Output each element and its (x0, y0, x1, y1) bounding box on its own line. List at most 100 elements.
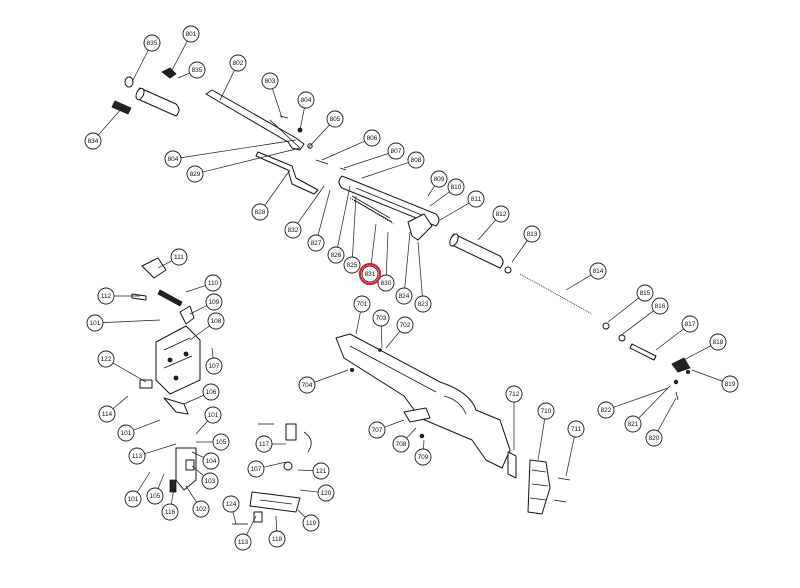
callout-label: 124 (226, 501, 237, 508)
callout-101: 101 (124, 490, 142, 508)
callout-827: 827 (307, 234, 325, 252)
callout-label: 107 (209, 363, 220, 370)
callout-label: 712 (509, 391, 520, 398)
callout-bubble (395, 287, 413, 305)
callout-bubble (204, 274, 222, 292)
leader-line-113 (144, 443, 177, 454)
callout-116: 116 (161, 503, 179, 521)
leader-line-113 (246, 515, 257, 536)
leader-line-812 (477, 219, 496, 241)
leader-line-815 (607, 297, 639, 323)
callout-label: 835 (147, 40, 158, 47)
callout-bubble (396, 316, 414, 334)
callout-822: 822 (597, 401, 615, 419)
callout-834: 834 (84, 132, 102, 150)
callout-label: 832 (288, 227, 299, 234)
callout-bubble (229, 54, 247, 72)
callout-832: 832 (284, 221, 302, 239)
callout-811: 811 (467, 190, 485, 208)
leader-line-105 (157, 473, 165, 489)
callout-704: 704 (298, 376, 316, 394)
callout-label: 803 (265, 78, 276, 85)
callout-bubble (567, 420, 585, 438)
callout-label: 103 (205, 478, 216, 485)
callout-bubble (204, 406, 222, 424)
callout-709: 709 (414, 448, 432, 466)
callout-label: 122 (101, 356, 112, 363)
callout-label: 117 (259, 441, 270, 448)
callout-102: 102 (192, 500, 210, 518)
part-mainspring (519, 273, 593, 315)
leader-line-809 (427, 185, 435, 197)
leader-line-111 (157, 260, 173, 269)
callout-bubble (128, 447, 146, 465)
leader-line-104 (191, 451, 204, 458)
leader-line-813 (511, 240, 528, 263)
callout-119: 119 (302, 514, 320, 532)
callout-label: 101 (90, 320, 101, 327)
leader-line-821 (638, 385, 671, 419)
callout-label: 708 (396, 441, 407, 448)
callout-label: 109 (209, 299, 220, 306)
callout-label: 116 (165, 509, 176, 516)
leader-line-107 (211, 347, 214, 359)
callout-708: 708 (392, 435, 410, 453)
callout-701: 701 (353, 295, 371, 313)
callout-113: 113 (234, 533, 252, 551)
callout-108: 108 (207, 312, 225, 330)
callout-110: 110 (204, 274, 222, 292)
callout-bubble (624, 415, 642, 433)
callout-bubble (387, 142, 405, 160)
callout-label: 118 (272, 536, 283, 543)
callout-bubble (261, 72, 279, 90)
callout-label: 703 (376, 315, 387, 322)
callout-bubble (117, 424, 135, 442)
callout-label: 121 (316, 468, 327, 475)
callout-bubble (353, 295, 371, 313)
callout-bubble (97, 350, 115, 368)
callout-113: 113 (128, 447, 146, 465)
leader-line-818 (679, 345, 712, 363)
part-trigger-housing (131, 257, 201, 493)
callout-823: 823 (414, 295, 432, 313)
callout-bubble (164, 150, 182, 168)
leader-line-835 (132, 49, 149, 81)
callout-label: 819 (725, 381, 736, 388)
callout-label: 702 (400, 322, 411, 329)
leader-line-101 (195, 420, 208, 435)
leader-line-811 (439, 202, 470, 221)
leader-line-707 (384, 419, 405, 428)
callout-bubble (84, 132, 102, 150)
leader-line-822 (613, 387, 669, 408)
leader-line-122 (112, 362, 147, 383)
leader-line-819 (691, 369, 723, 382)
callout-label: 105 (150, 493, 161, 500)
callout-bubble (207, 312, 225, 330)
callout-111: 111 (170, 248, 188, 266)
leader-line-110 (185, 285, 206, 293)
callout-label: 101 (121, 430, 132, 437)
callout-label: 824 (399, 293, 410, 300)
callout-712: 712 (505, 385, 523, 403)
callout-label: 816 (655, 303, 666, 310)
callout-bubble (186, 165, 204, 183)
leader-line-124 (232, 511, 237, 525)
callout-bubble (234, 533, 252, 551)
leader-line-816 (619, 310, 654, 337)
callout-810: 810 (447, 178, 465, 196)
part-butt-pad (507, 451, 571, 515)
callout-label: 811 (471, 196, 482, 203)
leader-line-106 (183, 394, 204, 405)
callout-bubble (188, 61, 206, 79)
parts-illustration (111, 67, 691, 525)
callout-703: 703 (372, 309, 390, 327)
part-stock (335, 333, 511, 469)
callout-bubble (247, 460, 265, 478)
callout-label: 113 (238, 539, 249, 546)
callout-820: 820 (645, 429, 663, 447)
callout-821: 821 (624, 415, 642, 433)
callout-label: 807 (391, 148, 402, 155)
callout-label: 105 (216, 439, 227, 446)
callout-bubble (589, 262, 607, 280)
